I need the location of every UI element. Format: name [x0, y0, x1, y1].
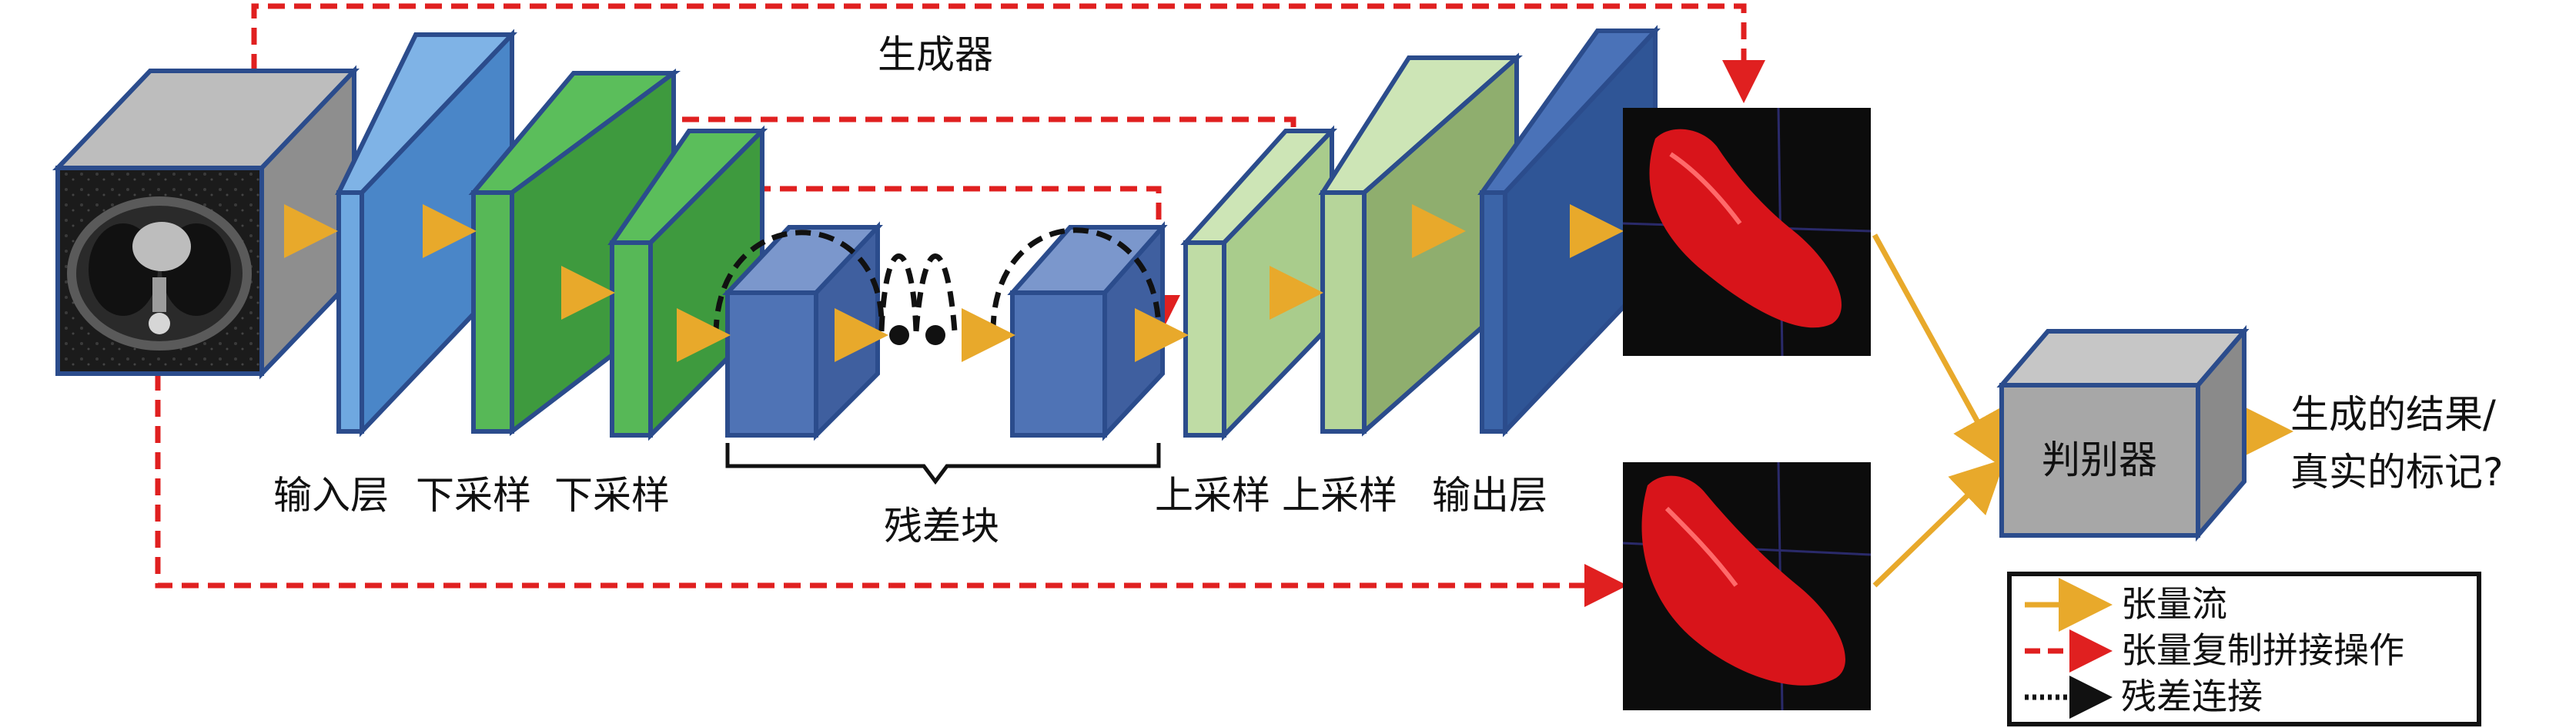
downsample-label-2: 下采样 — [554, 473, 670, 518]
legend: 张量流 张量复制拼接操作 残差连接 — [2007, 572, 2481, 726]
legend-label-residual: 残差连接 — [2121, 676, 2263, 717]
legend-item-copy-concat: 张量复制拼接操作 — [2025, 629, 2404, 673]
residual-block-bracket — [725, 443, 1161, 485]
output-layer-label: 输出层 — [1432, 473, 1547, 518]
legend-label-copy-concat: 张量复制拼接操作 — [2121, 629, 2404, 671]
upsample-label-1: 上采样 — [1155, 473, 1270, 518]
legend-label-tensor-flow: 张量流 — [2121, 583, 2227, 625]
legend-item-tensor-flow: 张量流 — [2025, 578, 2227, 632]
tensor-flow-arrows — [284, 204, 2293, 588]
residual-dots — [889, 325, 982, 345]
result-label-line2: 真实的标记? — [2290, 450, 2504, 495]
generated-mask-image — [1622, 107, 1872, 357]
downsample-label-1: 下采样 — [416, 473, 531, 518]
residual-block-label: 残差块 — [884, 504, 999, 549]
real-mask-image — [1622, 461, 1872, 711]
discriminator-cube: 判别器 — [1996, 324, 2250, 542]
ct-scan-image — [67, 196, 252, 351]
discriminator-label: 判别器 — [2042, 438, 2157, 482]
residual-cube-2 — [1007, 221, 1168, 441]
upsample-label-2: 上采样 — [1282, 473, 1397, 518]
input-layer-label: 输入层 — [273, 473, 389, 518]
legend-item-residual: 残差连接 — [2025, 676, 2263, 719]
copy-line-input-to-real — [155, 374, 1628, 607]
downsample-slab-1 — [468, 69, 681, 437]
upsample-slab-1 — [1180, 125, 1338, 441]
copy-line-input-to-output — [251, 3, 1765, 103]
result-label-line1: 生成的结果/ — [2290, 392, 2496, 437]
input-cube — [52, 65, 360, 380]
residual-connections — [713, 227, 1162, 336]
generator-label: 生成器 — [878, 32, 993, 77]
